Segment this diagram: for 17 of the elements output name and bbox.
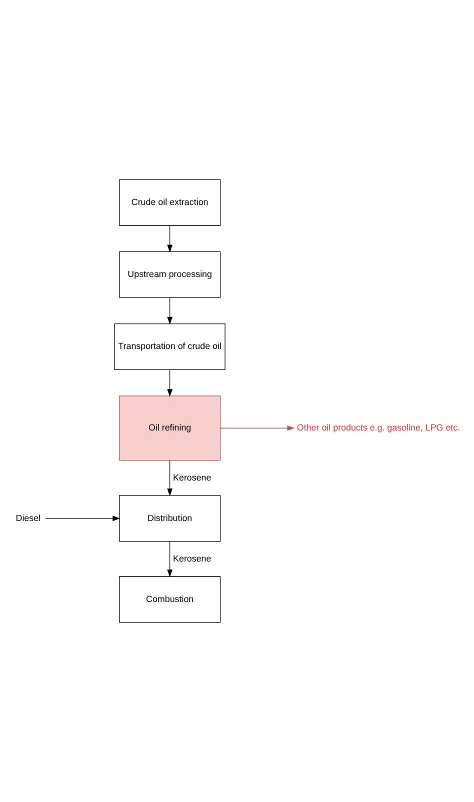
edge-label: Kerosene [173, 472, 212, 482]
arrow [167, 541, 173, 578]
node-box: Upstream processing [119, 251, 221, 298]
node-box: Crude oil extraction [119, 179, 221, 226]
node-text: Other oil products e.g. gasoline, LPG etc. [296, 422, 460, 432]
node-box: Distribution [119, 495, 221, 542]
node-box: Oil refining [119, 396, 221, 461]
arrow [220, 425, 295, 431]
node-text: Diesel [16, 512, 41, 523]
node-box: Combustion [119, 576, 221, 623]
arrow [45, 516, 120, 522]
edge-label: Kerosene [173, 553, 212, 564]
arrow [167, 370, 173, 397]
arrow [167, 225, 173, 252]
node-box: Transportation of crude oil [114, 323, 226, 370]
arrow [167, 460, 173, 496]
arrow [167, 297, 173, 325]
